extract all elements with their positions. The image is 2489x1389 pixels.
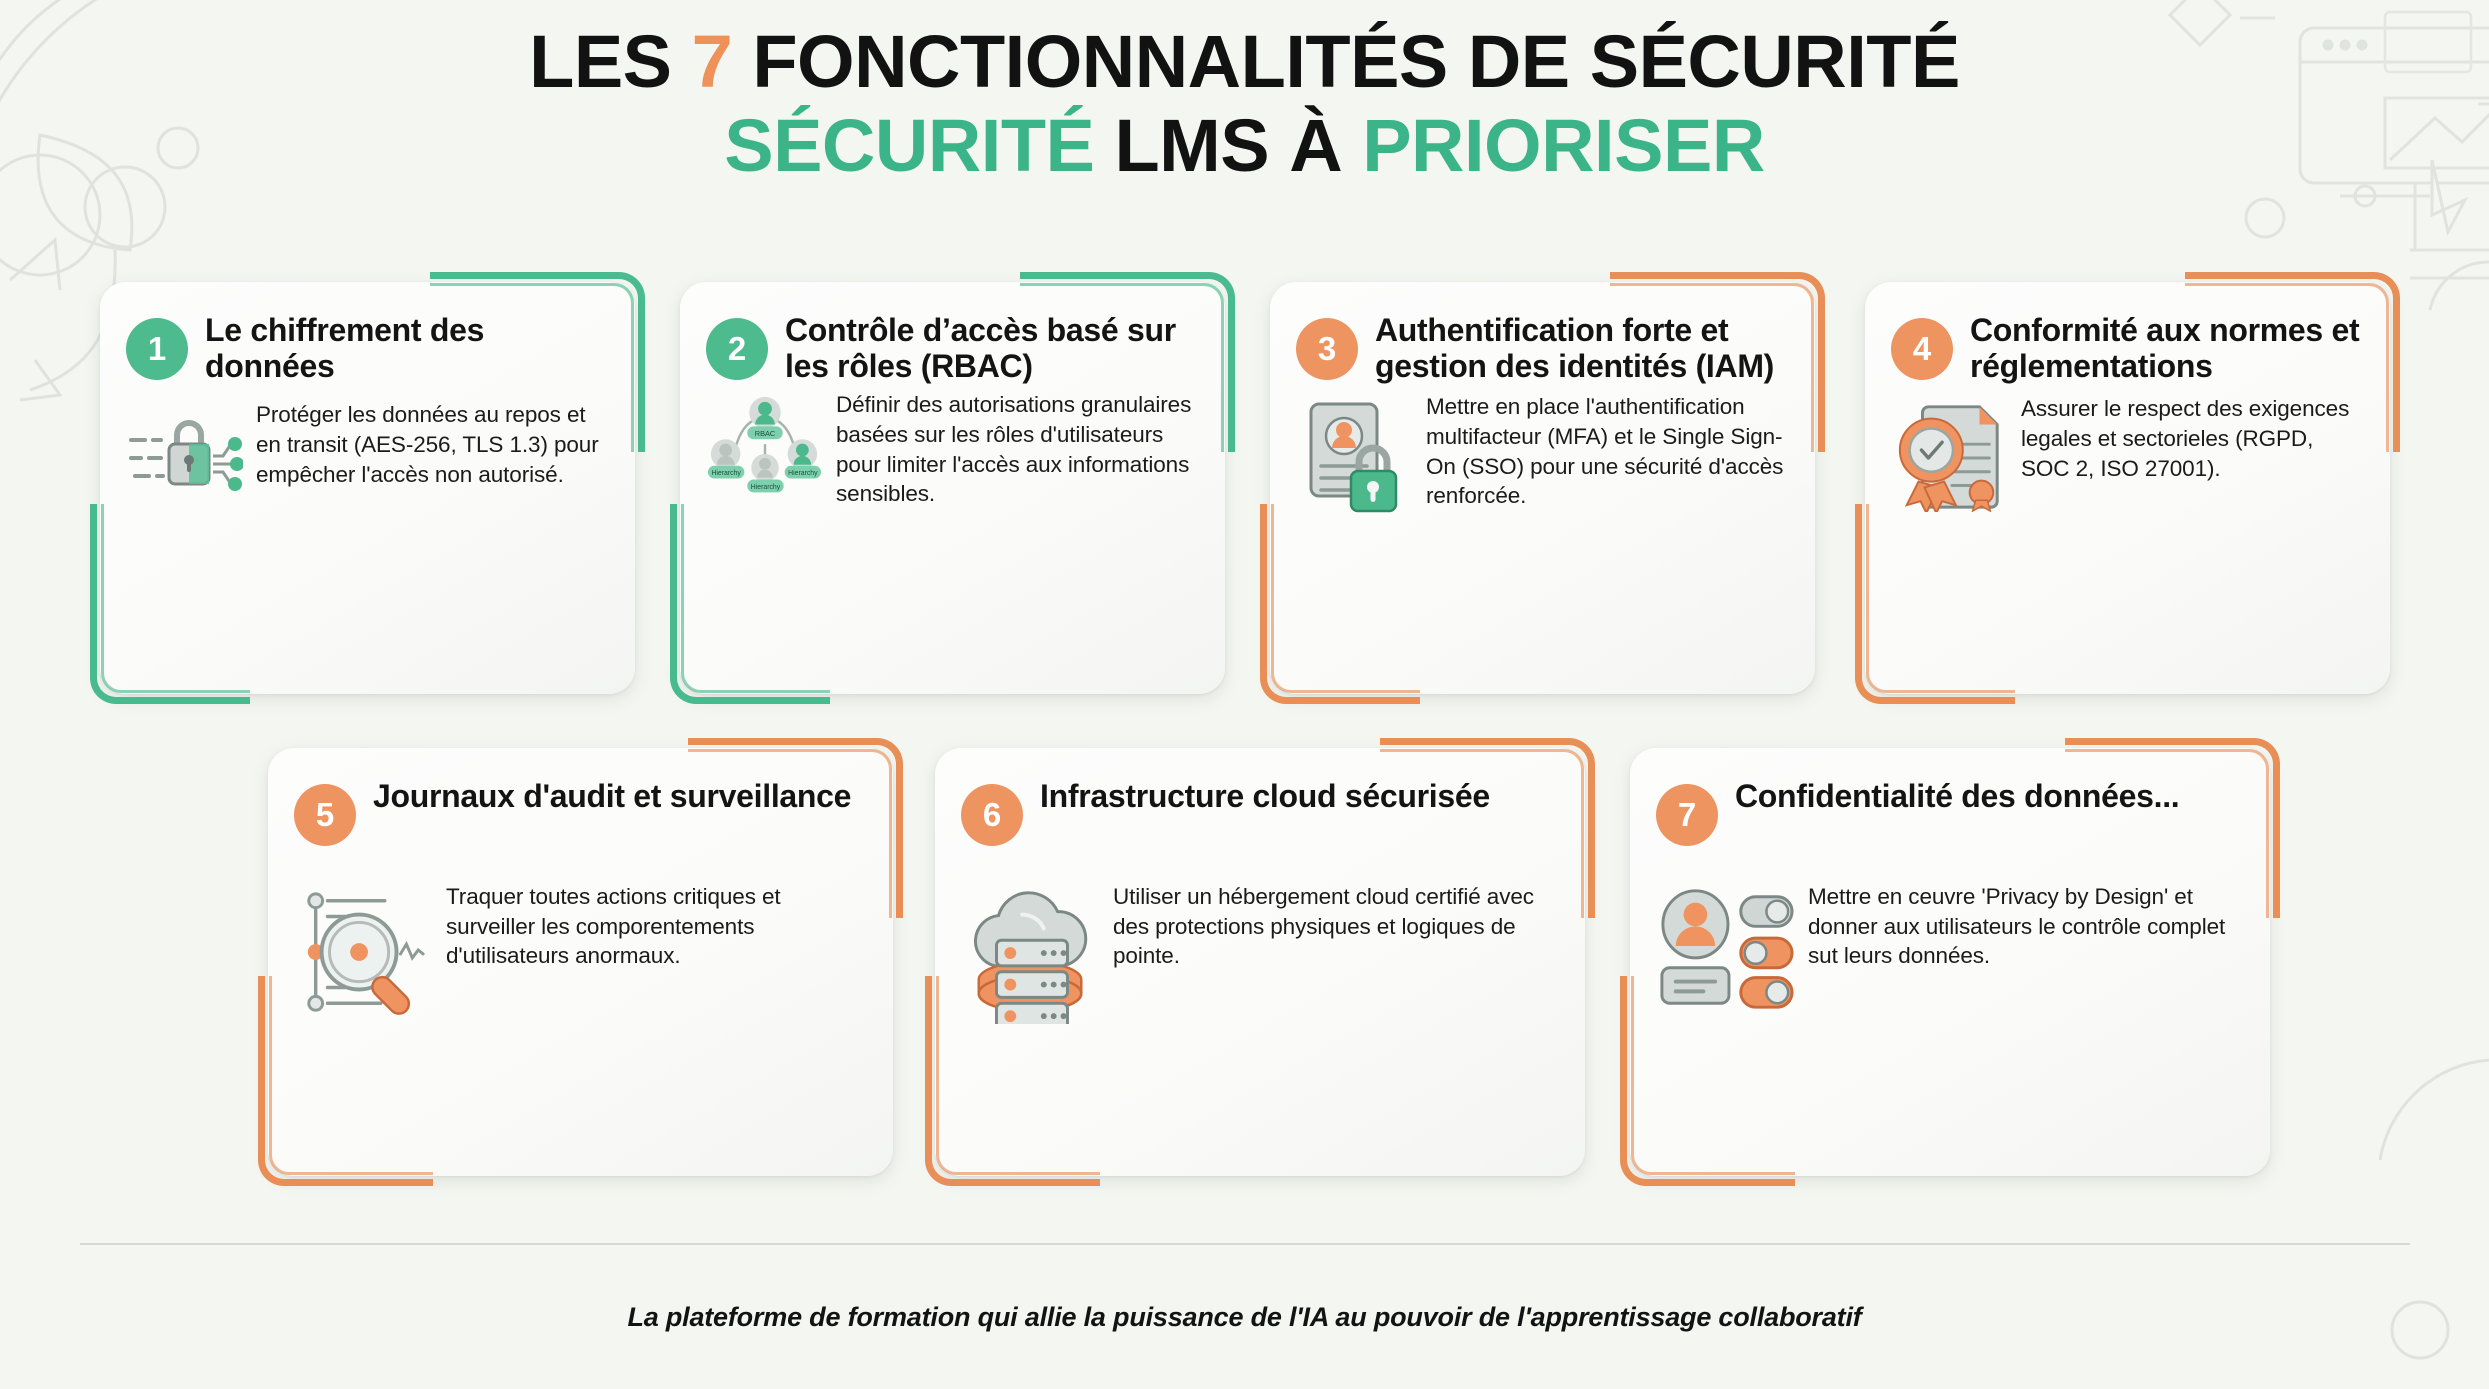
feature-card-7[interactable]: 7 Confidentialité des données... — [1620, 738, 2280, 1186]
card-title: Journaux d'audit et surveillance — [373, 778, 852, 814]
title-prioriser: PRIORISER — [1362, 103, 1765, 187]
footer-tagline: La plateforme de formation qui allie la … — [627, 1302, 1862, 1332]
card-description: Mettre en ceuvre 'Privacy by Design' et … — [1808, 884, 2226, 969]
privacy-toggles-icon — [1656, 882, 1796, 1010]
cloud-server-icon — [961, 882, 1101, 1024]
card-number-badge: 4 — [1891, 318, 1953, 380]
card-description: Mettre en place l'authentification multi… — [1426, 394, 1784, 509]
title-rest-1: FONCTIONNALITÉS DE SÉCURITÉ — [732, 20, 1960, 103]
card-description: Protéger les données au repos et en tran… — [256, 402, 599, 487]
title-securite: SÉCURITÉ — [724, 103, 1115, 187]
card-number-badge: 7 — [1656, 784, 1718, 846]
card-title: Le chiffrement des données — [205, 312, 485, 385]
card-number-badge: 3 — [1296, 318, 1358, 380]
padlock-circuit-icon — [126, 400, 244, 510]
card-description: Utiliser un hébergement cloud certifié a… — [1113, 884, 1534, 969]
feature-card-1[interactable]: 1 Le chiffrement des données — [90, 272, 645, 704]
title-line-1: LES 7 FONCTIONNALITÉS DE SÉCURITÉ — [0, 22, 2489, 102]
svg-text:Hierarchy: Hierarchy — [788, 470, 818, 477]
card-title: Conformité aux normes et réglementations — [1970, 312, 2360, 385]
user-hierarchy-icon: RBAC Hierarchy Hierarchy — [706, 390, 824, 508]
svg-text:RBAC: RBAC — [755, 429, 776, 438]
card-description: Définir des autorisations granulaires ba… — [836, 392, 1192, 507]
card-description: Assurer le respect des exigences legales… — [2021, 396, 2350, 481]
certificate-ribbon-icon — [1891, 394, 2009, 513]
title-number-7: 7 — [691, 20, 733, 103]
card-description: Traquer toutes actions critiques et surv… — [446, 884, 781, 969]
svg-text:Hierarchy: Hierarchy — [751, 484, 781, 491]
feature-card-5[interactable]: 5 Journaux d'audit et surveillance — [258, 738, 903, 1186]
svg-text:Hierarchy: Hierarchy — [711, 470, 741, 477]
title-les: LES — [529, 20, 692, 103]
title-lms: LMS À — [1114, 103, 1363, 187]
page-title: LES 7 FONCTIONNALITÉS DE SÉCURITÉ SÉCURI… — [0, 22, 2489, 186]
feature-card-6[interactable]: 6 Infrastructure cloud sécurisée — [925, 738, 1595, 1186]
card-title: Contrôle d’accès basé sur les rôles (RBA… — [785, 312, 1176, 385]
card-title: Infrastructure cloud sécurisée — [1040, 778, 1490, 814]
magnifier-audit-icon — [294, 882, 434, 1018]
id-card-lock-icon — [1296, 392, 1414, 514]
card-number-badge: 2 — [706, 318, 768, 380]
card-number-badge: 6 — [961, 784, 1023, 846]
footer-divider — [80, 1243, 2410, 1245]
feature-card-2[interactable]: 2 Contrôle d’accès basé sur les rôles (R… — [670, 272, 1235, 704]
card-number-badge: 1 — [126, 318, 188, 380]
card-title: Authentification forte et gestion des id… — [1375, 312, 1775, 385]
feature-card-3[interactable]: 3 Authentification forte et gestion des … — [1260, 272, 1825, 704]
card-title: Confidentialité des données... — [1735, 778, 2180, 814]
card-number-badge: 5 — [294, 784, 356, 846]
feature-card-4[interactable]: 4 Conformité aux normes et réglementatio… — [1855, 272, 2400, 704]
title-line-2: SÉCURITÉ LMS À PRIORISER — [0, 103, 2489, 187]
